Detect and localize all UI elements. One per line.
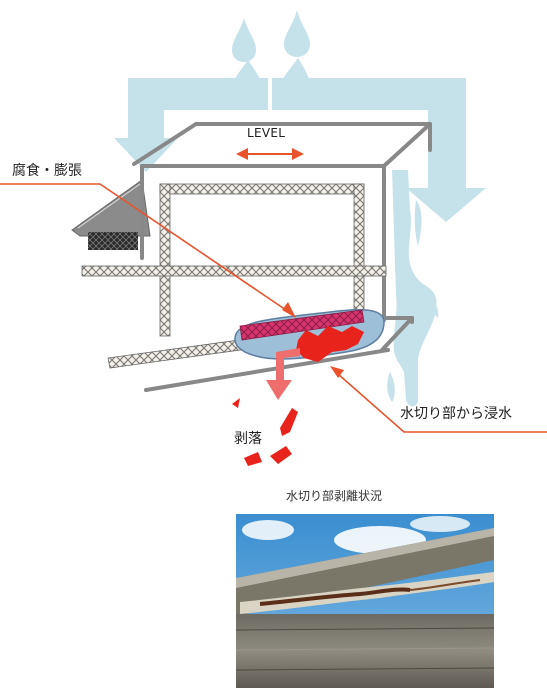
water-flow [114, 10, 486, 407]
lattice-right [353, 183, 365, 321]
lattice-left [159, 183, 171, 337]
water-arrow-left [114, 78, 268, 172]
debris [232, 398, 298, 466]
water-runoff [392, 170, 437, 407]
photo-caption: 水切り部剥離状況 [286, 489, 383, 503]
lattice-top [159, 183, 365, 195]
level-label: LEVEL [247, 126, 286, 140]
inspection-photo [235, 514, 495, 688]
leader-corrosion [0, 183, 287, 311]
corrosion-label: 腐食・膨張 [12, 163, 82, 179]
lattice-mid [81, 265, 387, 277]
falling-arrow [266, 348, 300, 400]
water-arrow-right [272, 78, 486, 222]
peeled-area [296, 326, 364, 362]
water-ingress-label: 水切り部から浸水 [400, 406, 512, 422]
leader-water [337, 373, 547, 433]
corrosion-band [239, 309, 365, 341]
peeling-label: 剥落 [234, 431, 262, 447]
building-frame [132, 122, 432, 392]
damage-zone [234, 308, 385, 400]
level-indicator [236, 148, 304, 160]
parapet-core [88, 232, 138, 250]
water-drop-left [232, 18, 256, 62]
water-drop-right [284, 10, 310, 57]
leader-lines [0, 183, 547, 433]
